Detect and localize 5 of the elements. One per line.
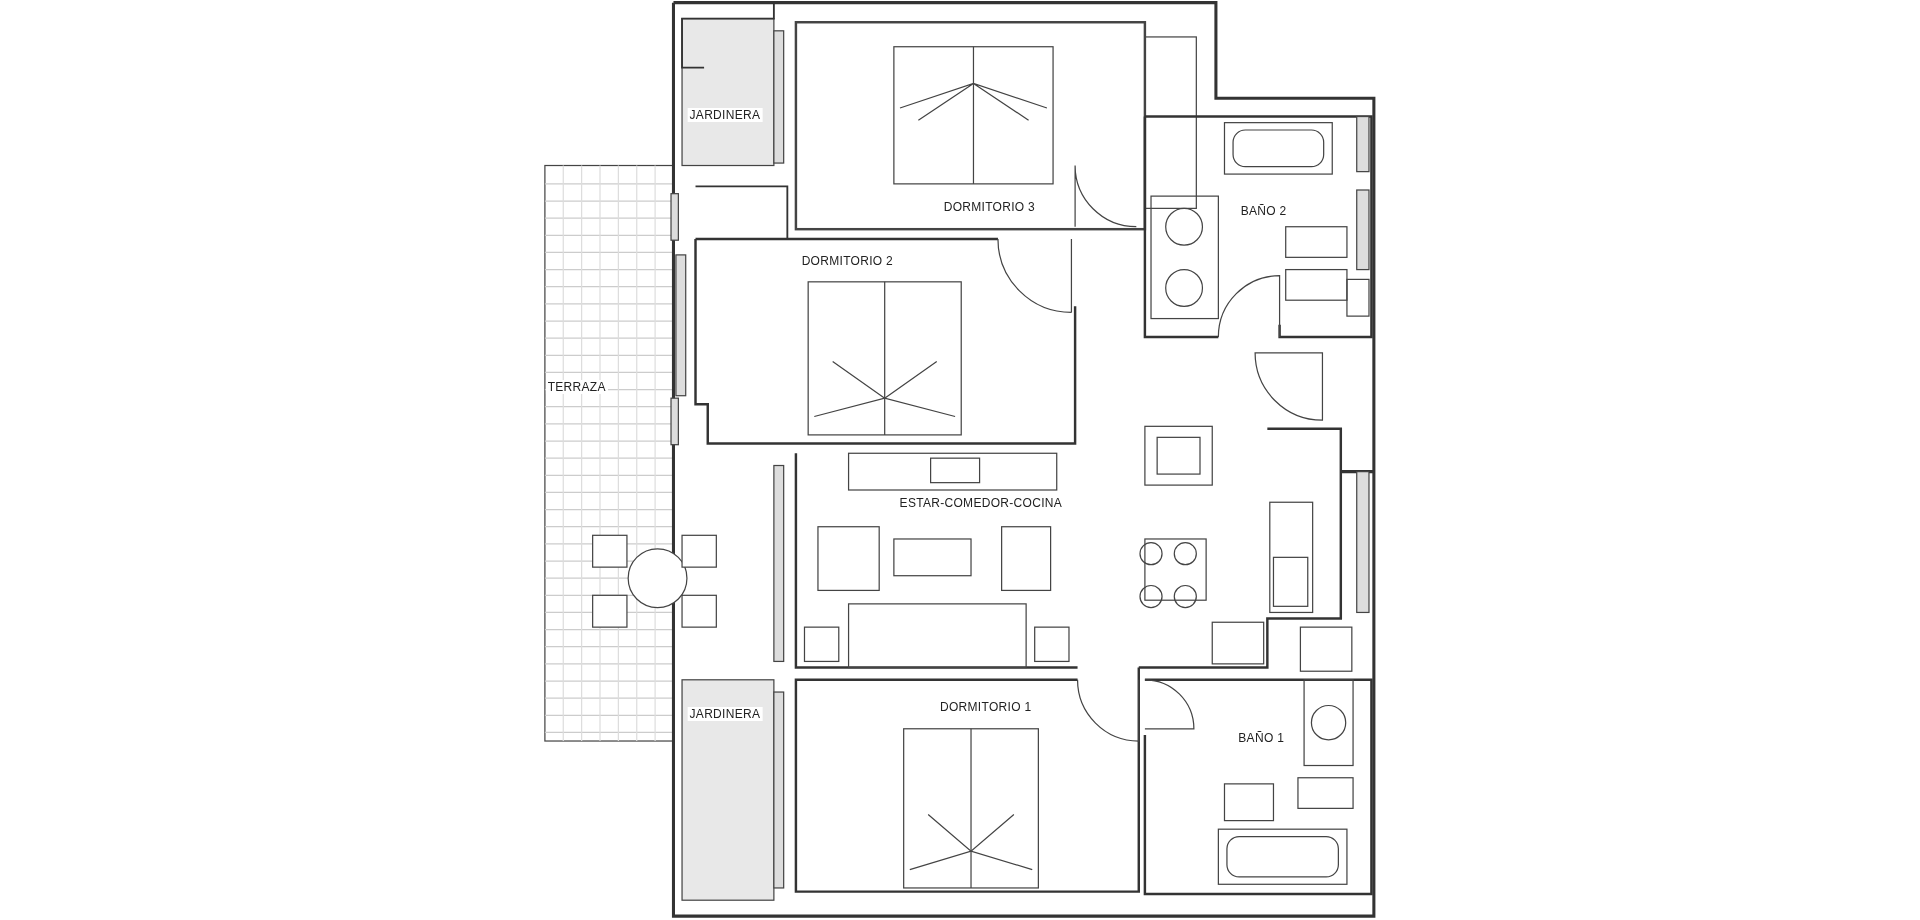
- room-label: DORMITORIO 2: [799, 253, 896, 268]
- room-label: DORMITORIO 1: [938, 699, 1034, 714]
- room-label: BAÑO 2: [1238, 203, 1289, 218]
- room-label: JARDINERA: [687, 108, 763, 123]
- room-label: DORMITORIO 3: [941, 199, 1038, 214]
